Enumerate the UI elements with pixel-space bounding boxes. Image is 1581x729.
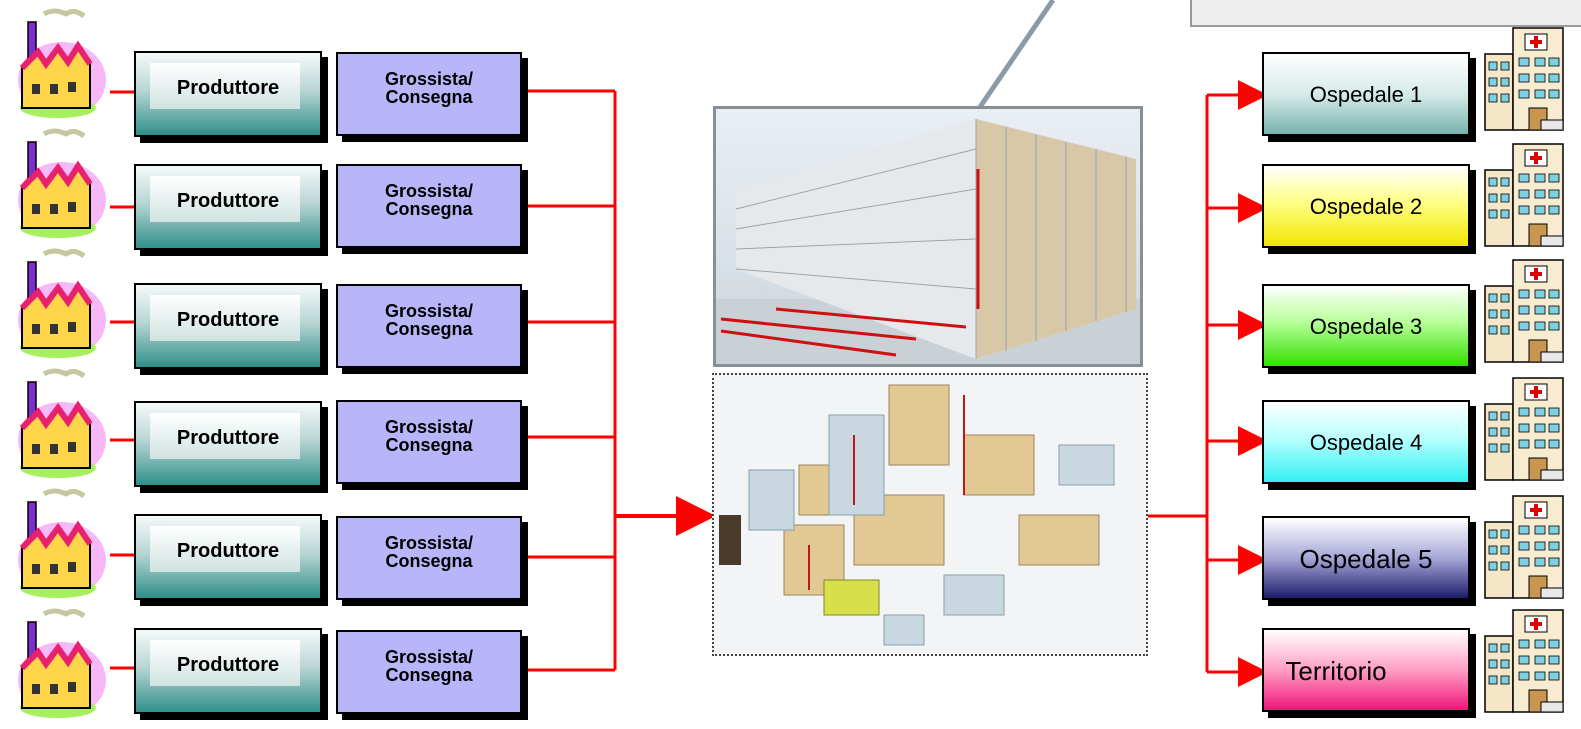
wholesaler-label: Grossista/ Consegna [384, 301, 474, 339]
destination-box: Ospedale 3 [1262, 284, 1470, 368]
warehouse-layout-image [712, 373, 1148, 656]
factory-icon [14, 8, 114, 120]
factory-icon [14, 128, 114, 240]
wholesaler-label: Grossista/ Consegna [384, 69, 474, 107]
callout-box [1190, 0, 1581, 27]
wholesaler-box: Grossista/ Consegna [336, 400, 522, 484]
wholesaler-box: Grossista/ Consegna [336, 284, 522, 368]
producer-label: Produttore [176, 309, 280, 331]
wholesaler-label: Grossista/ Consegna [384, 417, 474, 455]
producer-box: Produttore [134, 514, 322, 600]
producer-box: Produttore [134, 164, 322, 250]
wholesaler-box: Grossista/ Consegna [336, 52, 522, 136]
destination-label: Territorio [1285, 656, 1387, 686]
destination-box: Territorio [1262, 628, 1470, 712]
producer-label: Produttore [176, 427, 280, 449]
producer-label: Produttore [176, 190, 280, 212]
wholesaler-box: Grossista/ Consegna [336, 164, 522, 248]
destination-box: Ospedale 4 [1262, 400, 1470, 484]
factory-icon [14, 368, 114, 480]
factory-icon [14, 608, 114, 720]
hospital-icon [1483, 608, 1565, 714]
factory-icon [14, 248, 114, 360]
producer-box: Produttore [134, 51, 322, 137]
destination-label: Ospedale 5 [1299, 544, 1433, 574]
producer-label: Produttore [176, 77, 280, 99]
producer-box: Produttore [134, 401, 322, 487]
wholesaler-label: Grossista/ Consegna [384, 647, 474, 685]
destination-box: Ospedale 1 [1262, 52, 1470, 136]
destination-label: Ospedale 1 [1309, 82, 1423, 107]
wholesaler-box: Grossista/ Consegna [336, 630, 522, 714]
wholesaler-label: Grossista/ Consegna [384, 533, 474, 571]
hospital-icon [1483, 376, 1565, 482]
hospital-icon [1483, 26, 1565, 132]
producer-label: Produttore [176, 540, 280, 562]
producer-label: Produttore [176, 654, 280, 676]
wholesaler-box: Grossista/ Consegna [336, 516, 522, 600]
callout-pointer [977, 0, 1056, 109]
destination-label: Ospedale 4 [1309, 430, 1423, 455]
hospital-icon [1483, 142, 1565, 248]
hospital-icon [1483, 494, 1565, 600]
hospital-icon [1483, 258, 1565, 364]
destination-label: Ospedale 2 [1309, 194, 1423, 219]
factory-icon [14, 488, 114, 600]
producer-box: Produttore [134, 628, 322, 714]
destination-label: Ospedale 3 [1309, 314, 1423, 339]
destination-box: Ospedale 5 [1262, 516, 1470, 600]
destination-box: Ospedale 2 [1262, 164, 1470, 248]
warehouse-building-image [713, 106, 1143, 367]
producer-box: Produttore [134, 283, 322, 369]
wholesaler-label: Grossista/ Consegna [384, 181, 474, 219]
